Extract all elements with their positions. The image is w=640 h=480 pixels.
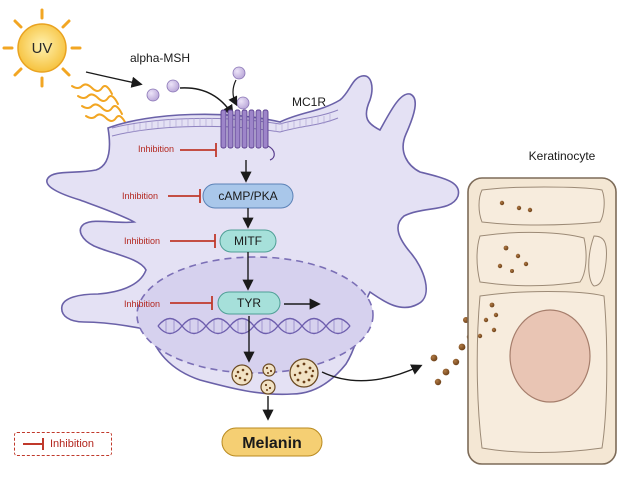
msh-to-receptor-arrow — [179, 87, 234, 117]
receptor-inhibition-label: Inhibition — [138, 144, 174, 154]
mitf-inhibition-label: Inhibition — [124, 236, 160, 246]
sun-icon — [2, 8, 82, 88]
melanosome-icon — [231, 358, 319, 395]
keratinocyte-cell — [467, 177, 617, 465]
dna-helix-icon — [157, 317, 351, 335]
uv-ray-icon — [71, 83, 127, 125]
camp-inhibition-symbol — [168, 189, 201, 203]
receptor-inhibition-symbol — [180, 143, 217, 157]
tyr-inhibition-label: Inhibition — [124, 299, 160, 309]
camp-inhibition-label: Inhibition — [122, 191, 158, 201]
camp-pka-label: cAMP/PKA — [218, 189, 277, 203]
mitf-label: MITF — [234, 234, 262, 248]
legend-box: Inhibition — [14, 432, 112, 456]
keratinocyte-melanin-granules — [477, 200, 533, 339]
uv-label: UV — [32, 40, 53, 57]
melanin-node — [221, 427, 323, 457]
transferred-granules — [430, 317, 474, 386]
alpha-msh-label: alpha-MSH — [130, 51, 190, 65]
nucleus — [136, 256, 374, 374]
alpha-msh-molecules — [146, 66, 250, 110]
receptor-icon — [220, 109, 275, 161]
mitf-inhibition-symbol — [170, 234, 216, 248]
keratinocyte-nucleus — [509, 309, 591, 403]
legend-label: Inhibition — [50, 438, 95, 450]
keratinocyte-label: Keratinocyte — [529, 149, 596, 163]
tyr-node — [217, 291, 281, 315]
tyr-label: TYR — [237, 296, 261, 310]
melanin-label: Melanin — [242, 435, 302, 452]
msh-drop-arrow — [228, 79, 238, 107]
inhibition-legend-symbol — [23, 438, 44, 450]
membrane-lipids — [127, 114, 331, 133]
mc1r-label: MC1R — [292, 95, 326, 109]
tyr-inhibition-symbol — [170, 296, 213, 310]
uv-to-msh-arrow — [85, 71, 143, 88]
melanosome-transfer-arrow — [321, 364, 423, 382]
